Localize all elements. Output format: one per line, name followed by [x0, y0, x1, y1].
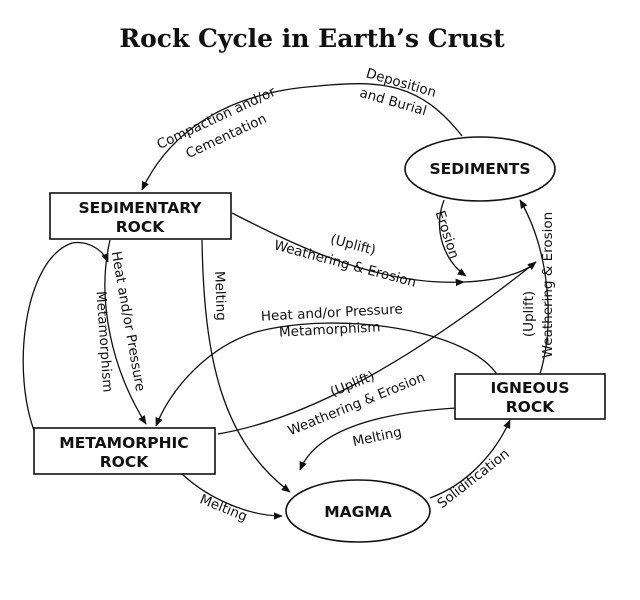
arrow-igneous-melting [299, 407, 457, 471]
node-sediments: SEDIMENTS [404, 136, 556, 202]
arrow-igneous-metamorphism [155, 322, 499, 427]
label-heat-igneous-line2: Metamorphism [279, 319, 381, 340]
arrow-meta-melting [181, 473, 283, 520]
metamorphic-rock-label-line1: METAMORPHIC [59, 434, 188, 452]
label-melting-meta: Melting [197, 492, 249, 526]
igneous-rock-label-line1: IGNEOUS [491, 379, 570, 397]
igneous-rock-label-line2: ROCK [506, 398, 555, 416]
arrow-sed-melting [201, 239, 291, 493]
node-metamorphic-rock: METAMORPHIC ROCK [33, 427, 216, 475]
label-melting-igneous: Melting [351, 424, 403, 450]
label-uplift-igneous-line1: (Uplift) [521, 291, 537, 337]
arrow-igneous-uplift [519, 199, 549, 375]
node-sedimentary-rock: SEDIMENTARY ROCK [49, 192, 232, 240]
arrow-deposition [317, 83, 463, 137]
arrow-solidification [429, 419, 511, 499]
arrow-sed-weathering [231, 212, 465, 287]
label-melting-sed: Melting [211, 271, 229, 321]
metamorphic-rock-label-line2: ROCK [100, 453, 149, 471]
node-igneous-rock: IGNEOUS ROCK [454, 373, 606, 420]
label-heat-igneous-line1: Heat and/or Pressure [260, 301, 403, 324]
arrow-meta-uplift [217, 261, 537, 435]
node-magma: MAGMA [285, 479, 431, 543]
label-heat-sed-line2: Metamorphism [92, 291, 115, 393]
label-uplift-igneous-line2: Weathering & Erosion [540, 212, 556, 358]
sedimentary-rock-label-line1: SEDIMENTARY [78, 199, 202, 217]
arrow-compaction [141, 85, 319, 191]
arrow-junction-to-sediments [463, 261, 537, 283]
diagram-title: Rock Cycle in Earth’s Crust [119, 24, 505, 53]
sediments-label: SEDIMENTS [429, 160, 530, 178]
label-solidification: Solidification [434, 446, 512, 512]
label-erosion-sediments: Erosion [432, 209, 463, 261]
magma-label: MAGMA [324, 503, 392, 521]
sedimentary-rock-label-line2: ROCK [116, 218, 165, 236]
arrow-erosion-sediments [439, 199, 467, 277]
arrow-meta-loop [22, 241, 109, 441]
